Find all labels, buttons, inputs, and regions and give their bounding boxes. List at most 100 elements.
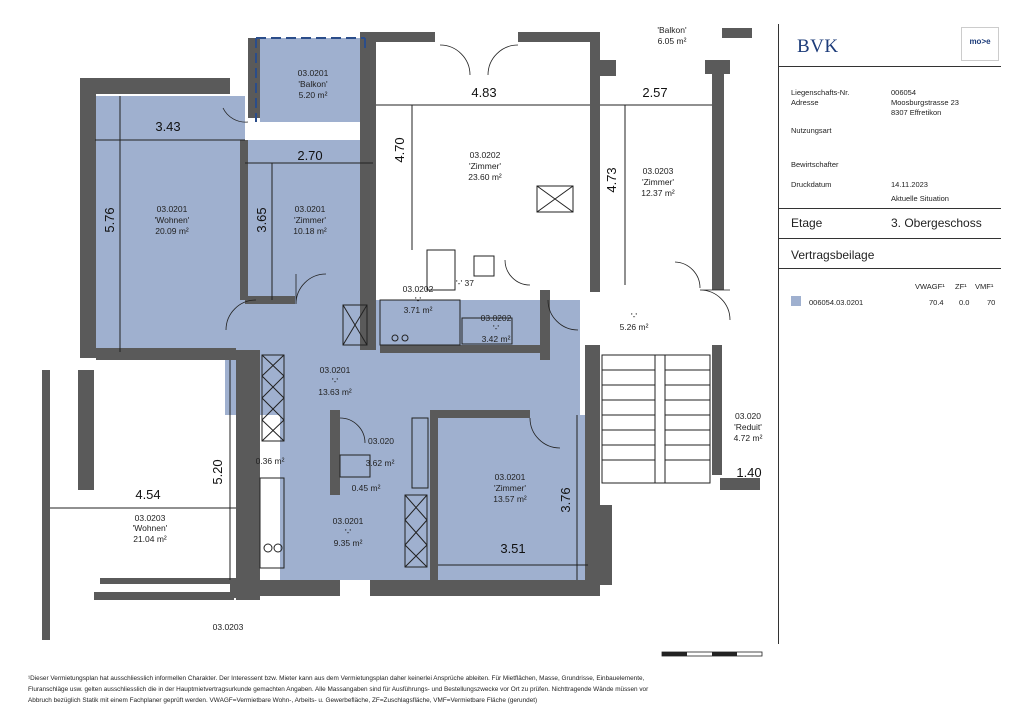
divider <box>779 238 1001 239</box>
dimension-text: 3.51 <box>500 541 525 556</box>
small-area-label: 0.36 m² <box>256 456 285 466</box>
room-name: 'Wohnen' <box>155 215 190 225</box>
room-area: 13.57 m² <box>493 494 527 504</box>
room-id: 03.0201 <box>295 204 326 214</box>
info-panel: BVK mo>e Liegenschafts-Nr. 006054 Adress… <box>778 24 1003 644</box>
adresse-line-1: Moosburgstrasse 23 <box>891 98 959 107</box>
room-area: 12.37 m² <box>641 188 675 198</box>
dimension-labels: 3.43 2.70 5.76 3.65 4.83 2.57 4.70 4.73 … <box>102 85 762 556</box>
room-name: '-' <box>415 295 421 305</box>
room-name: 'Balkon' <box>298 79 328 89</box>
col-zf: ZF¹ <box>955 282 967 291</box>
divider <box>779 208 1001 209</box>
room-area: 10.18 m² <box>293 226 327 236</box>
room-id: 03.020 <box>735 411 761 421</box>
room-area: 3.71 m² <box>404 305 433 315</box>
dimension-text: 4.83 <box>471 85 496 100</box>
room-area: 13.63 m² <box>318 387 352 397</box>
small-area-label: '-' 37 <box>456 278 474 288</box>
room-id: 03.0201 <box>298 68 329 78</box>
room-name: 'Zimmer' <box>494 483 526 493</box>
col-vmf: VMF¹ <box>975 282 994 291</box>
room-id: 03.0203 <box>135 513 166 523</box>
dimension-text: 3.76 <box>558 487 573 512</box>
room-id: 03.0203 <box>643 166 674 176</box>
room-id: 03.0201 <box>320 365 351 375</box>
room-id: 03.0201 <box>157 204 188 214</box>
dimension-text: 1.40 <box>736 465 761 480</box>
col-vwagf: VWAGF¹ <box>915 282 945 291</box>
apartment-area <box>95 38 585 580</box>
room-area: 23.60 m² <box>468 172 502 182</box>
entry-name: 006054.03.0201 <box>809 298 864 307</box>
room-name: 'Reduit' <box>734 422 762 432</box>
room-area: 4.72 m² <box>734 433 763 443</box>
small-area-label: 0.45 m² <box>352 483 381 493</box>
panel-header: BVK mo>e <box>779 24 1001 67</box>
room-name: 'Zimmer' <box>294 215 326 225</box>
room-id: 03.0201 <box>333 516 364 526</box>
footer-line: Fluranschläge usw. gelten ausschliesslic… <box>28 686 649 693</box>
dimension-text: 3.43 <box>155 119 180 134</box>
room-area: 5.26 m² <box>620 322 649 332</box>
room-name: 'Zimmer' <box>469 161 501 171</box>
room-name: 'Wohnen' <box>133 523 168 533</box>
small-area-label: 03.020 <box>368 436 394 446</box>
room-name: 'Balkon' <box>657 25 687 35</box>
floor-plan: 03.0201 'Balkon' 5.20 m² 03.0201 'Wohnen… <box>42 25 763 657</box>
room-area: 3.42 m² <box>482 334 511 344</box>
druckdatum-label: Druckdatum <box>791 180 832 189</box>
dimension-text: 4.54 <box>135 487 160 502</box>
fixtures <box>259 185 574 569</box>
room-id: 03.0203 <box>213 622 244 632</box>
small-area-label: 3.62 m² <box>366 458 395 468</box>
footer-line: Abbruch bezüglich Statik mit einem Fachp… <box>28 697 538 704</box>
adresse-line-2: 8307 Effretikon <box>891 108 942 117</box>
dimension-text: 3.65 <box>254 207 269 232</box>
scale-bar: 2 m <box>661 651 763 657</box>
liegenschaft-value: 006054 <box>891 88 917 97</box>
room-id: 03.0202 <box>481 313 512 323</box>
room-id: 03.0202 <box>470 150 501 160</box>
room-area: 20.09 m² <box>155 226 189 236</box>
dimension-text: 5.76 <box>102 207 117 232</box>
room-area: 6.05 m² <box>658 36 687 46</box>
entry-zf: 0.0 <box>959 298 970 307</box>
dimension-text: 5.20 <box>210 459 225 484</box>
doors <box>222 44 731 449</box>
vertragsbeilage-label: Vertragsbeilage <box>791 248 875 262</box>
bewirtschafter-label: Bewirtschafter <box>791 160 839 169</box>
room-name: '-' <box>345 527 351 537</box>
dimension-text: 2.70 <box>297 148 322 163</box>
dimension-lines <box>50 96 712 580</box>
room-name: '-' <box>631 311 637 321</box>
footer-line: ¹Dieser Vermietungsplan hat ausschliessl… <box>28 675 645 682</box>
adresse-label: Adresse <box>791 98 819 107</box>
room-area: 21.04 m² <box>133 534 167 544</box>
dimension-text: 2.57 <box>642 85 667 100</box>
room-name: 'Zimmer' <box>642 177 674 187</box>
move-logo: mo>e <box>961 27 999 61</box>
room-name: '-' <box>493 323 499 333</box>
room-labels: 03.0201 'Balkon' 5.20 m² 03.0201 'Wohnen… <box>133 25 763 632</box>
room-area: 5.20 m² <box>299 90 328 100</box>
room-name: '-' <box>332 376 338 386</box>
legend-swatch <box>791 296 801 306</box>
situation-value: Aktuelle Situation <box>891 194 949 203</box>
divider <box>779 268 1001 269</box>
liegenschaft-label: Liegenschafts-Nr. <box>791 88 850 97</box>
etage-label: Etage <box>791 216 823 230</box>
nutzungsart-label: Nutzungsart <box>791 126 832 135</box>
bvk-logo: BVK <box>797 36 839 57</box>
disclaimer-footer: ¹Dieser Vermietungsplan hat ausschliessl… <box>28 673 768 706</box>
entry-vwagf: 70.4 <box>929 298 944 307</box>
dimension-text: 4.70 <box>392 137 407 162</box>
druckdatum-value: 14.11.2023 <box>891 180 928 189</box>
room-id: 03.0201 <box>495 472 526 482</box>
staircase <box>601 354 711 484</box>
entry-vmf: 70 <box>987 298 996 307</box>
dimension-text: 4.73 <box>604 167 619 192</box>
balcony-outline <box>255 37 366 122</box>
etage-value: 3. Obergeschoss <box>891 216 982 230</box>
room-area: 9.35 m² <box>334 538 363 548</box>
